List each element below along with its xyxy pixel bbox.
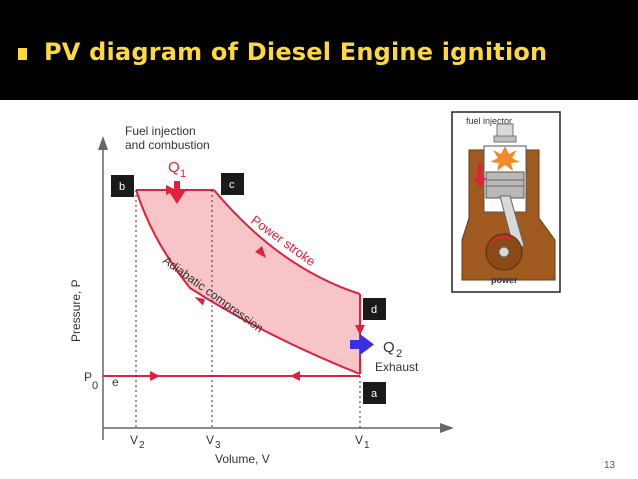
v3-label: V xyxy=(206,433,214,447)
point-d-label: d xyxy=(371,304,377,316)
q1-heat-arrow xyxy=(168,181,186,204)
p0-label: P xyxy=(84,370,92,384)
q1-subscript: 1 xyxy=(180,168,186,180)
q2-subscript: 2 xyxy=(396,348,402,360)
adiabatic-compression-curve xyxy=(135,189,361,375)
slide-title: PV diagram of Diesel Engine ignition xyxy=(44,38,548,66)
fuel-injection-label-line1: Fuel injection xyxy=(125,124,196,138)
point-d-box: d xyxy=(363,298,386,320)
v1-label: V xyxy=(355,433,363,447)
v1-subscript: 1 xyxy=(364,440,370,451)
point-e-label: e xyxy=(112,375,119,389)
y-axis-label: Pressure, P xyxy=(69,279,83,342)
x-axis-label: Volume, V xyxy=(215,452,270,466)
q1-label: Q xyxy=(168,159,180,176)
guide-lines xyxy=(135,190,361,428)
q2-heat-arrow xyxy=(350,334,374,355)
point-c-label: c xyxy=(229,179,235,191)
cycle-shaded-area xyxy=(136,190,360,374)
v3-subscript: 3 xyxy=(215,440,221,451)
engine-illustration: fuel injector power xyxy=(451,111,561,293)
axes xyxy=(98,136,454,440)
point-a-label: a xyxy=(371,388,378,400)
v2-subscript: 2 xyxy=(139,440,145,451)
v2-label: V xyxy=(130,433,138,447)
point-b-label: b xyxy=(119,181,125,193)
q2-label: Q xyxy=(383,339,395,356)
power-label: power xyxy=(491,275,518,285)
point-c-box: c xyxy=(221,173,244,195)
fuel-injection-label-line2: and combustion xyxy=(125,138,210,152)
exhaust-label: Exhaust xyxy=(375,360,419,374)
slide-number: 13 xyxy=(604,460,616,471)
title-bar xyxy=(0,0,638,100)
point-a-box: a xyxy=(363,382,386,404)
power-stroke-curve xyxy=(213,189,361,295)
p0-subscript: 0 xyxy=(92,380,98,392)
point-b-box: b xyxy=(111,175,134,197)
title-bullet xyxy=(18,48,27,60)
fuel-injector-label: fuel injector xyxy=(466,116,512,126)
